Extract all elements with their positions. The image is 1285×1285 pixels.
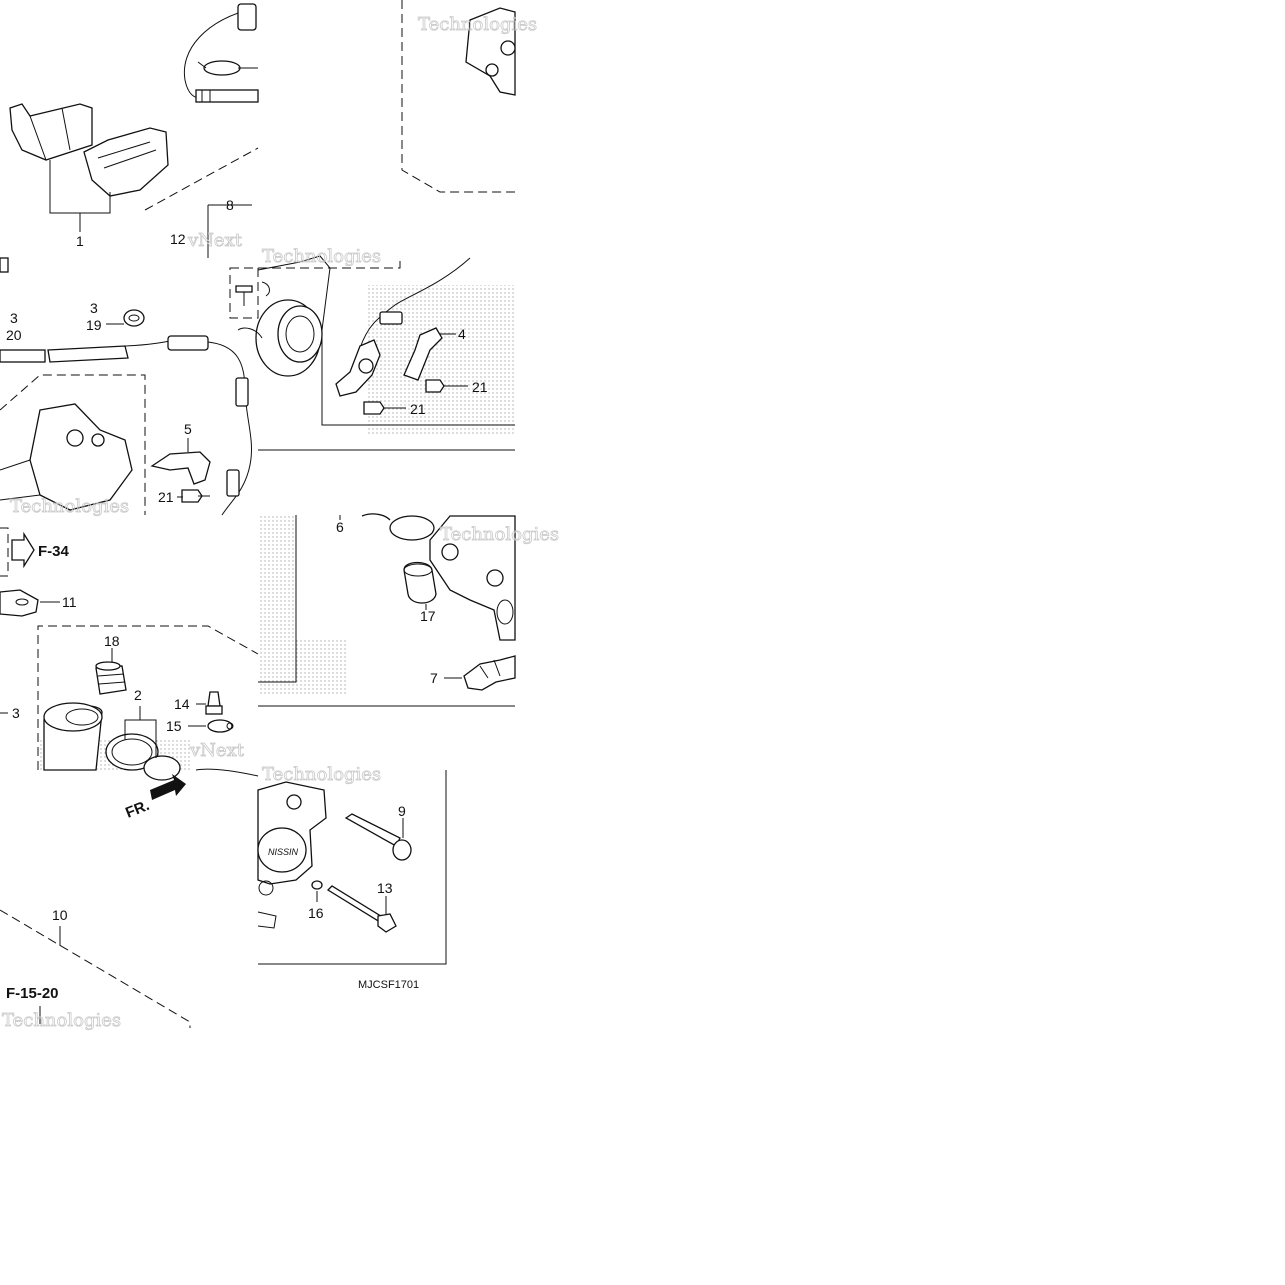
ref-f34: F-34: [38, 543, 70, 560]
watermark-text: Technologies: [262, 246, 381, 267]
watermark-text: Technologies: [418, 14, 537, 35]
bolt-icon: [363, 401, 406, 415]
watermark-text: vNext: [187, 230, 243, 251]
washer-icon: [311, 880, 323, 890]
tile-brake-pads: 1 8 12 vNext: [9, 3, 259, 258]
callout-21: 21: [472, 379, 488, 395]
wheel-speed-sensor-icon: [335, 311, 403, 397]
callout-16: 16: [308, 905, 324, 921]
bolt-icon: [425, 379, 468, 393]
tile-caliper-seals: F-34 11 18 2: [0, 527, 259, 781]
callout-6: 6: [336, 519, 344, 535]
hose-guide-icon: [150, 451, 211, 485]
brake-caliper-icon: NISSIN: [257, 781, 327, 929]
caliper-logo: NISSIN: [268, 847, 299, 857]
callout-2: 2: [134, 687, 142, 703]
brake-hose-icon: [0, 335, 253, 516]
piston-seal-icon: [105, 733, 181, 781]
bleeder-cap-icon: [0, 589, 39, 617]
callout-17: 17: [420, 608, 436, 624]
callout-21: 21: [158, 489, 174, 505]
callout-18: 18: [104, 633, 120, 649]
watermark-text: Technologies: [10, 496, 129, 517]
callout-8: 8: [226, 197, 234, 213]
callout-19: 19: [86, 317, 102, 333]
watermark-text: vNext: [189, 740, 245, 761]
watermark-text: Technologies: [440, 524, 559, 545]
piston-icon: [43, 702, 103, 771]
front-arrow-icon: [150, 774, 186, 800]
hose-clamp-icon: [197, 60, 258, 76]
tile-speed-sensor: 4 21 21 Technologies: [229, 246, 515, 451]
pad-spring-icon: [463, 655, 516, 691]
callout-21: 21: [410, 401, 426, 417]
callout-3: 3: [10, 310, 18, 326]
bolt-icon: [181, 489, 210, 503]
callout-1: 1: [76, 233, 84, 249]
callout-20: 20: [6, 327, 22, 343]
callout-4: 4: [458, 326, 466, 342]
hose-guide-icon: [403, 327, 443, 381]
caliper-bracket-icon: [0, 403, 133, 511]
drawing-code: MJCSF1701: [358, 979, 419, 991]
brake-caliper-icon: [361, 513, 516, 641]
tile-caliper-pins: 6 17 7 Technologies: [258, 513, 560, 707]
tile-hoses: 3 20 3 19 Technologies: [0, 257, 253, 517]
callout-14: 14: [174, 696, 190, 712]
front-indicator: FR.: [123, 797, 152, 822]
callout-13: 13: [377, 880, 393, 896]
pad-pin-icon: [326, 885, 397, 933]
hose-clamp-icon: [123, 309, 145, 327]
callout-10: 10: [52, 907, 68, 923]
tile-caliper-bracket-top: Technologies: [401, 0, 538, 193]
callout-9: 9: [398, 803, 406, 819]
pin-boot-icon: [95, 661, 127, 695]
callout-7: 7: [430, 670, 438, 686]
banjo-bolt-icon: [207, 719, 234, 733]
reference-arrow-icon: [11, 531, 35, 569]
screw-icon: [235, 285, 253, 306]
callout-3: 3: [90, 300, 98, 316]
tile-caliper-body-left: FR. 10 F-15-20 Technologies: [0, 768, 259, 1031]
callout-3: 3: [12, 705, 20, 721]
callout-5: 5: [184, 421, 192, 437]
callout-12: 12: [170, 231, 186, 247]
tile-caliper-body-right: NISSIN 9 13 16 Technologies MJCSF1701: [257, 764, 447, 991]
slide-pin-icon: [344, 813, 412, 861]
ref-f1520: F-15-20: [6, 985, 59, 1002]
brake-pad-icon: [9, 103, 169, 197]
callout-15: 15: [166, 718, 182, 734]
watermark-text: Technologies: [262, 764, 381, 785]
watermark-text: Technologies: [2, 1010, 121, 1031]
sensor-ring-icon: [255, 299, 323, 377]
callout-11: 11: [62, 594, 77, 610]
slide-pin-icon: [403, 561, 437, 604]
bleeder-screw-icon: [205, 691, 223, 715]
